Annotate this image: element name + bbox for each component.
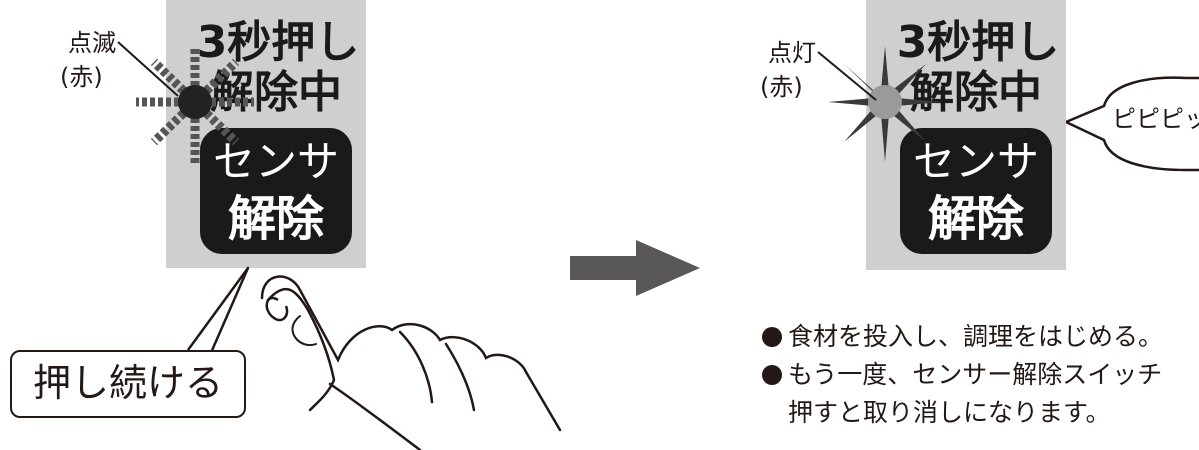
left-sensor-release-button[interactable]: センサー 解除 bbox=[200, 128, 352, 254]
left-title-line1: 3秒押し bbox=[196, 17, 360, 68]
right-indicator-label: 点灯 bbox=[768, 39, 816, 67]
left-button-label-line2: 解除 bbox=[227, 191, 324, 247]
left-leader-line bbox=[117, 41, 179, 97]
left-control-panel: 3秒押し 解除中 センサー 解除 bbox=[166, 0, 366, 268]
sound-bubble-shape bbox=[1066, 76, 1199, 172]
left-indicator-label: 点滅 bbox=[68, 29, 116, 57]
callout-box: 押し続ける bbox=[10, 350, 246, 418]
right-button-label-line2: 解除 bbox=[927, 191, 1024, 247]
callout-text: 押し続ける bbox=[32, 361, 223, 405]
sound-bubble-text: ピピピッ bbox=[1112, 105, 1199, 133]
right-sensor-release-button[interactable]: センサー 解除 bbox=[900, 128, 1052, 254]
note-text-2: もう一度、センサー解除スイッチ bbox=[788, 360, 1163, 389]
right-title-line2: 解除中 bbox=[910, 67, 1042, 118]
left-title-line2: 解除中 bbox=[210, 67, 342, 118]
arrow-right-icon bbox=[570, 240, 700, 296]
left-button-label-line1: センサー bbox=[212, 137, 339, 234]
bullet-icon bbox=[762, 327, 782, 347]
note-line-2: もう一度、センサー解除スイッチ bbox=[762, 356, 1162, 394]
note-line-1: 食材を投入し、調理をはじめる。 bbox=[762, 318, 1163, 356]
left-indicator-color-label: (赤) bbox=[60, 63, 103, 91]
note-line-3: 押すと取り消しになります。 bbox=[788, 394, 1111, 432]
note-text-3: 押すと取り消しになります。 bbox=[788, 398, 1111, 427]
lit-light-icon bbox=[828, 46, 942, 162]
right-indicator-color-label: (赤) bbox=[760, 73, 803, 101]
right-leader-line bbox=[817, 51, 877, 101]
bullet-icon bbox=[762, 365, 782, 385]
right-button-label-line1: センサー bbox=[912, 137, 1039, 234]
right-control-panel: 3秒押し 解除中 センサー 解除 bbox=[866, 0, 1066, 270]
blinking-light-icon bbox=[136, 46, 254, 164]
note-text-1: 食材を投入し、調理をはじめる。 bbox=[788, 322, 1164, 351]
right-title-line1: 3秒押し bbox=[896, 17, 1060, 68]
pointing-hand-icon bbox=[186, 266, 562, 450]
